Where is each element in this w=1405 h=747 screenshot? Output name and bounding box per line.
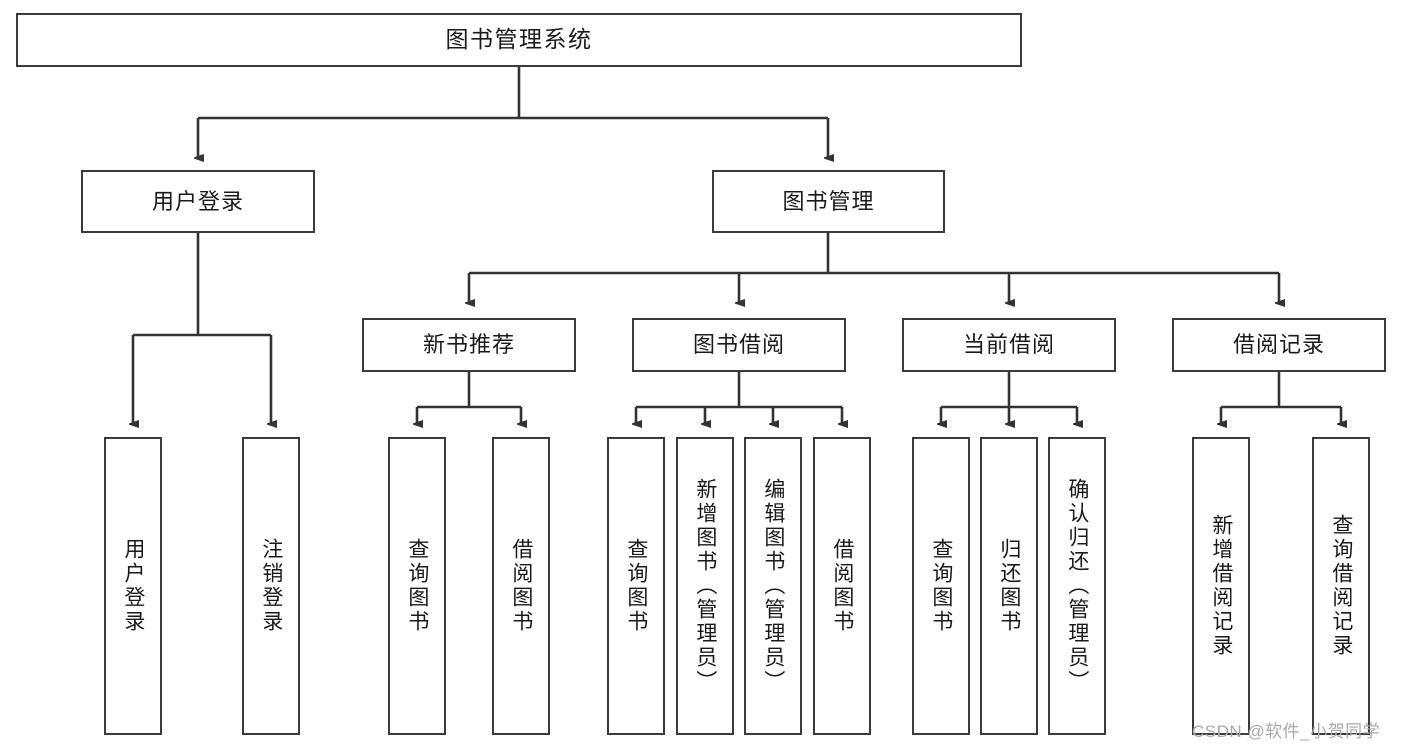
leaf-add-record[interactable]: 新增借阅记录 — [1192, 437, 1250, 735]
leaf-query-book-1-label: 查询图书 — [405, 538, 429, 634]
node-user-login[interactable]: 用户登录 — [81, 170, 315, 233]
leaf-confirm-return[interactable]: 确认归还（管理员） — [1048, 437, 1106, 735]
node-book-management-label: 图书管理 — [782, 188, 875, 214]
leaf-edit-book[interactable]: 编辑图书（管理员） — [744, 437, 802, 735]
leaf-borrow-book-1-label: 借阅图书 — [509, 538, 533, 634]
leaf-borrow-book-2[interactable]: 借阅图书 — [813, 437, 871, 735]
leaf-user-login[interactable]: 用户登录 — [104, 437, 162, 735]
node-new-book-recommend[interactable]: 新书推荐 — [362, 318, 576, 372]
leaf-logout-login-label: 注销登录 — [259, 538, 283, 634]
node-book-management[interactable]: 图书管理 — [712, 170, 945, 233]
leaf-confirm-return-label: 确认归还（管理员） — [1065, 478, 1089, 694]
leaf-user-login-label: 用户登录 — [121, 538, 145, 634]
leaf-borrow-book-2-label: 借阅图书 — [830, 538, 854, 634]
node-current-borrow[interactable]: 当前借阅 — [902, 318, 1116, 372]
leaf-query-record-label: 查询借阅记录 — [1329, 514, 1353, 658]
leaf-borrow-book-1[interactable]: 借阅图书 — [492, 437, 550, 735]
leaf-query-book-2-label: 查询图书 — [624, 538, 648, 634]
node-new-book-recommend-label: 新书推荐 — [422, 332, 515, 358]
leaf-return-book-label: 归还图书 — [997, 538, 1021, 634]
node-root[interactable]: 图书管理系统 — [16, 13, 1022, 67]
leaf-add-book[interactable]: 新增图书（管理员） — [676, 437, 734, 735]
node-current-borrow-label: 当前借阅 — [962, 332, 1055, 358]
csdn-watermark: CSDN @软件_小贺同学 — [1192, 722, 1381, 741]
leaf-query-book-3[interactable]: 查询图书 — [912, 437, 970, 735]
node-borrow-record-label: 借阅记录 — [1232, 332, 1325, 358]
leaf-add-record-label: 新增借阅记录 — [1209, 514, 1233, 658]
leaf-edit-book-label: 编辑图书（管理员） — [761, 478, 785, 694]
leaf-add-book-label: 新增图书（管理员） — [693, 478, 717, 694]
leaf-query-book-2[interactable]: 查询图书 — [607, 437, 665, 735]
leaf-query-record[interactable]: 查询借阅记录 — [1312, 437, 1370, 735]
node-root-label: 图书管理系统 — [445, 26, 593, 53]
node-book-borrow[interactable]: 图书借阅 — [632, 318, 846, 372]
node-book-borrow-label: 图书借阅 — [692, 332, 785, 358]
node-borrow-record[interactable]: 借阅记录 — [1172, 318, 1386, 372]
leaf-return-book[interactable]: 归还图书 — [980, 437, 1038, 735]
leaf-query-book-1[interactable]: 查询图书 — [388, 437, 446, 735]
leaf-query-book-3-label: 查询图书 — [929, 538, 953, 634]
node-user-login-label: 用户登录 — [151, 188, 244, 214]
leaf-logout-login[interactable]: 注销登录 — [242, 437, 300, 735]
